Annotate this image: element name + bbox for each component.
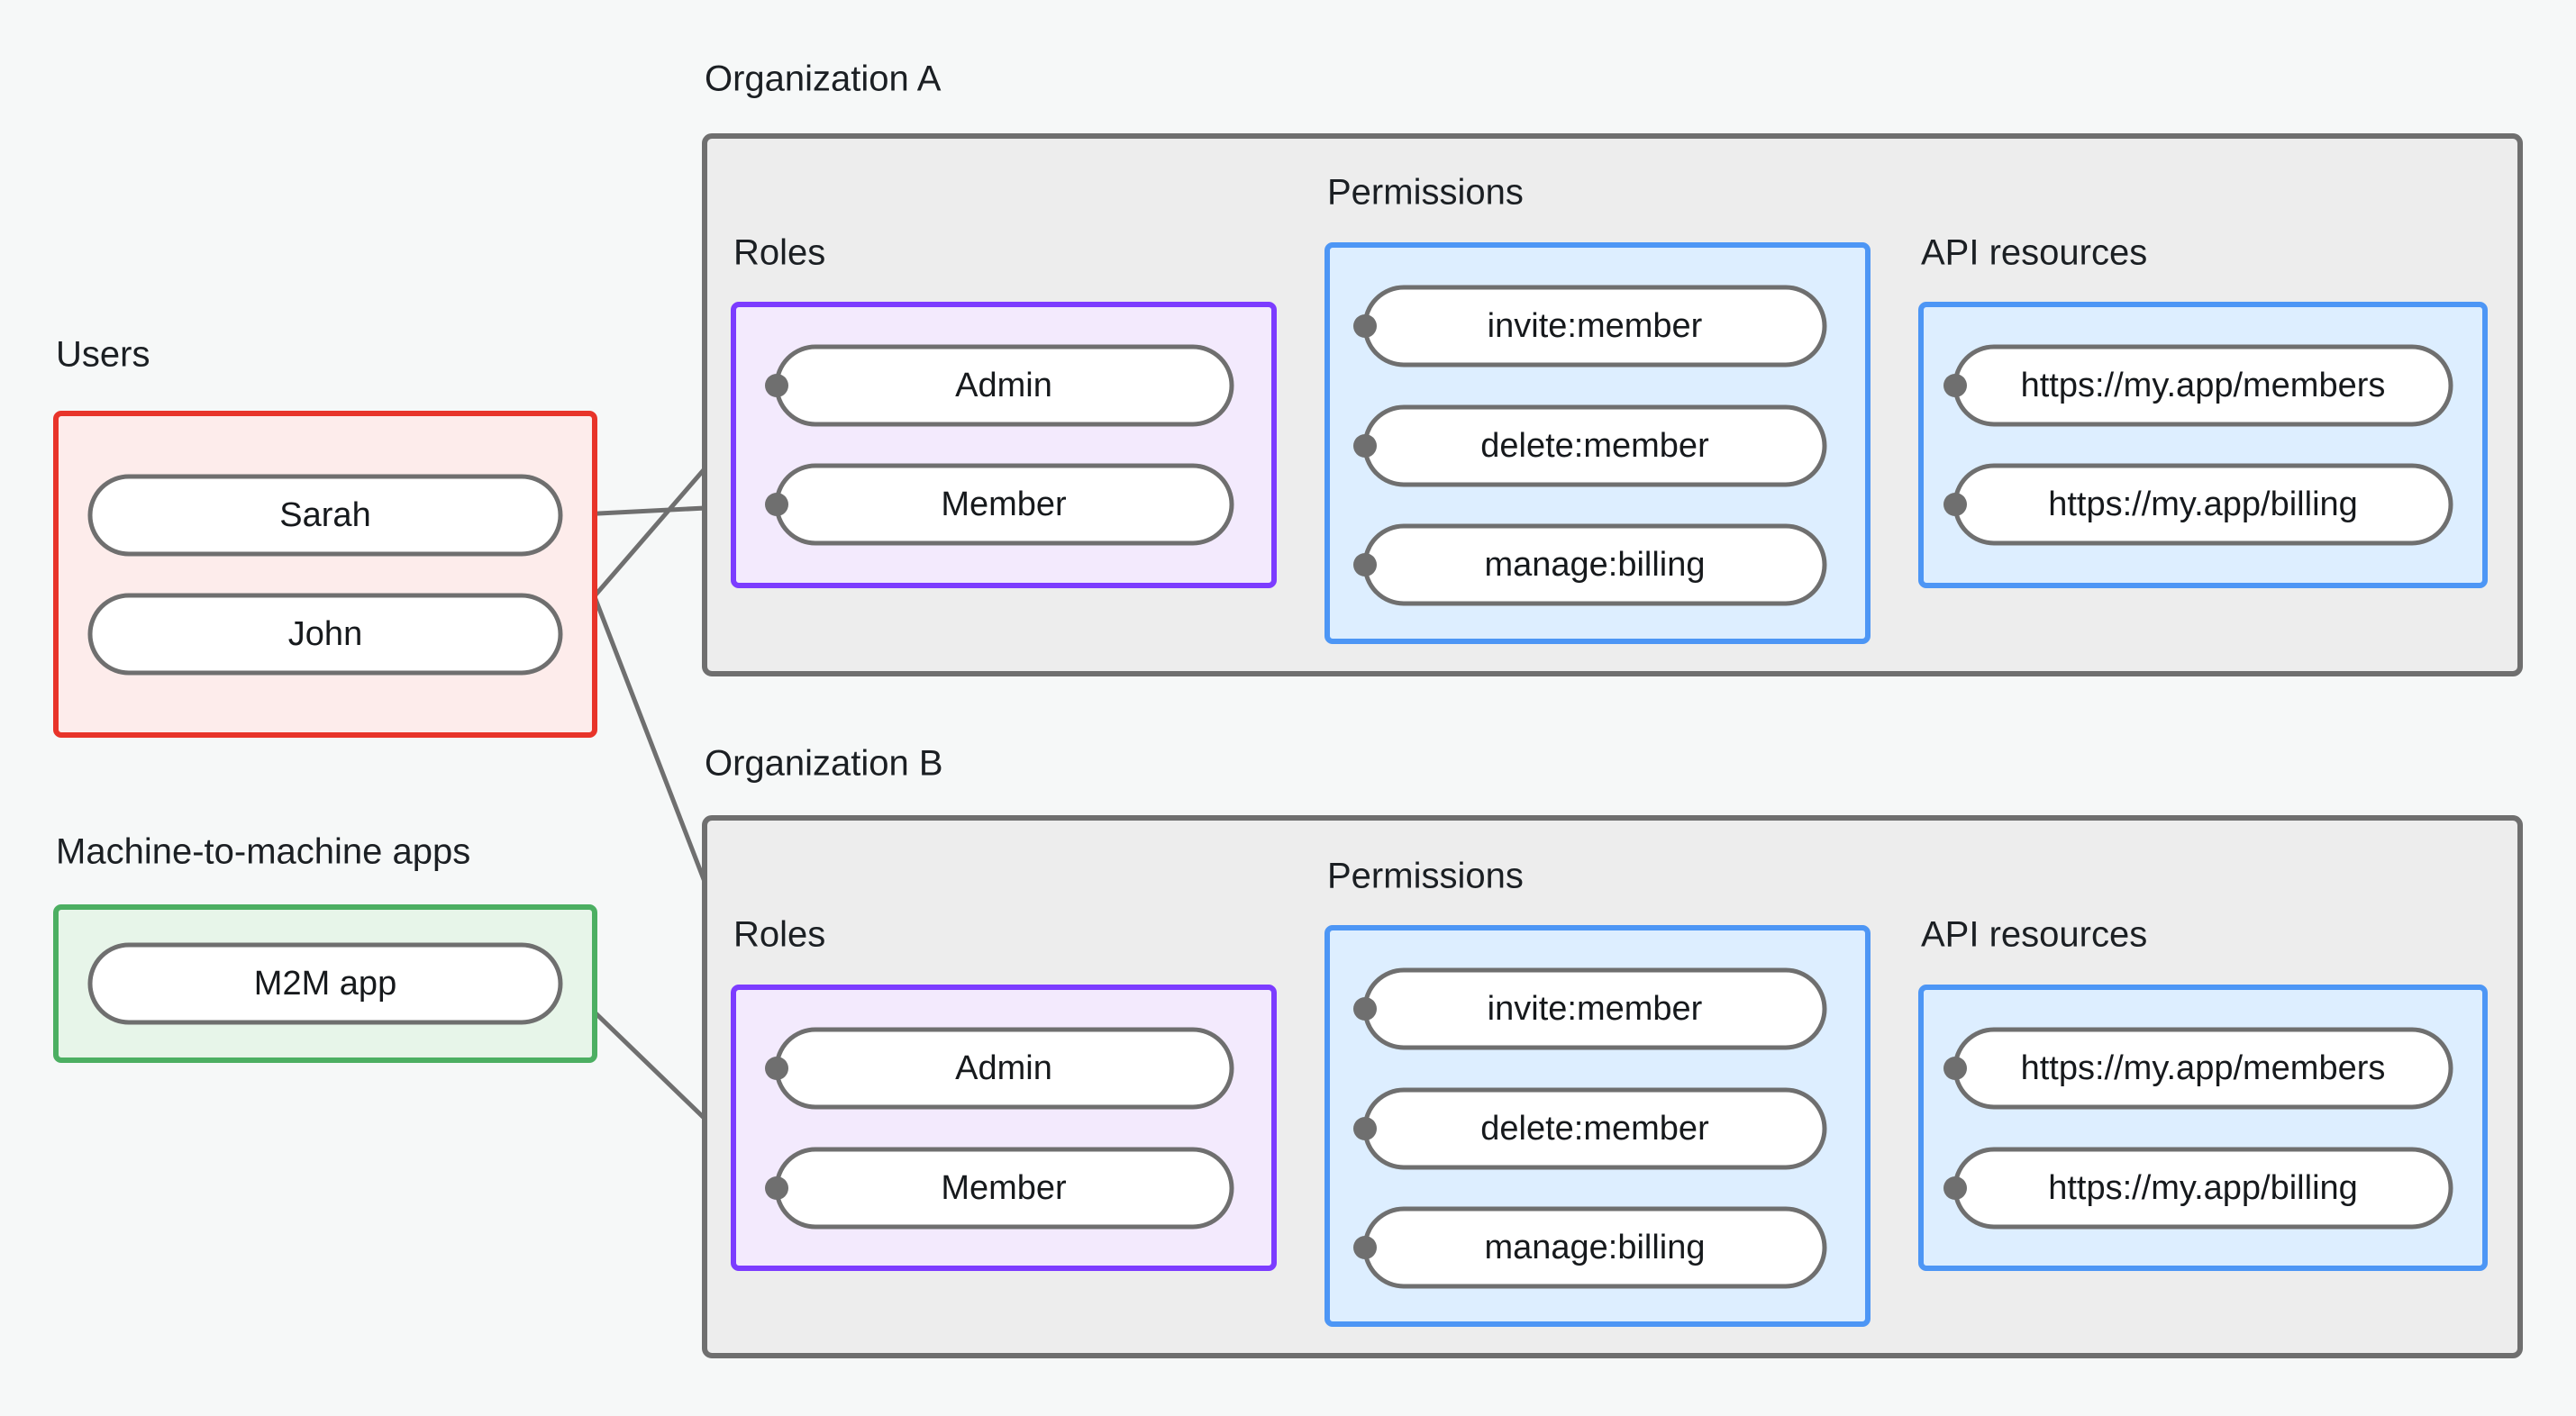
org-b-permission-invite-member[interactable]: invite:member [1362,967,1827,1050]
org-b-permission-delete-member-label: delete:member [1480,1110,1709,1148]
org-b-api-resource-billing[interactable]: https://my.app/billing [1952,1147,2453,1230]
org-b-api-resource-billing-label: https://my.app/billing [2048,1169,2358,1207]
org-a-role-admin[interactable]: Admin [774,344,1234,427]
org-a-api-resources-title: API resources [1921,233,2147,273]
organization-a-title: Organization A [705,59,942,99]
org-a-role-admin-label: Admin [955,367,1052,404]
org-b-role-admin-label: Admin [955,1049,1052,1087]
endpoint-dot [1353,434,1377,458]
endpoint-dot [1943,1057,1967,1080]
org-a-permission-manage-billing[interactable]: manage:billing [1362,523,1827,606]
org-b-role-member[interactable]: Member [774,1147,1234,1230]
org-a-permissions-title: Permissions [1327,173,1524,213]
m2m-apps-title: Machine-to-machine apps [56,832,470,872]
org-b-roles-title: Roles [733,915,825,955]
org-a-api-resource-members-label: https://my.app/members [2021,367,2386,404]
endpoint-dot [1353,314,1377,338]
org-b-permission-manage-billing-label: manage:billing [1484,1229,1705,1266]
org-a-api-resource-billing-label: https://my.app/billing [2048,486,2358,523]
endpoint-dot [1943,374,1967,397]
m2m-app-node[interactable]: M2M app [87,942,563,1025]
endpoint-dot [1353,553,1377,576]
org-a-permission-invite-member-label: invite:member [1488,307,1703,345]
org-a-permission-manage-billing-label: manage:billing [1484,546,1705,584]
org-a-role-member-label: Member [941,486,1067,523]
endpoint-dot [765,493,788,516]
endpoint-dot [765,1057,788,1080]
org-a-api-resource-billing[interactable]: https://my.app/billing [1952,463,2453,546]
endpoint-layer [765,314,1967,1259]
org-b-permissions-title: Permissions [1327,857,1524,896]
org-b-permission-delete-member[interactable]: delete:member [1362,1087,1827,1170]
org-a-roles-title: Roles [733,233,825,273]
endpoint-dot [1353,997,1377,1021]
org-a-permission-invite-member[interactable]: invite:member [1362,285,1827,368]
user-sarah[interactable]: Sarah [87,474,563,557]
endpoint-dot [1943,1176,1967,1200]
org-b-api-resource-members-label: https://my.app/members [2021,1049,2386,1087]
org-b-role-member-label: Member [941,1169,1067,1207]
org-b-api-resources-title: API resources [1921,915,2147,955]
m2m-app-node-label: M2M app [254,965,396,1003]
org-a-permission-delete-member[interactable]: delete:member [1362,404,1827,487]
user-john-label: John [288,615,362,653]
user-john[interactable]: John [87,593,563,676]
org-b-permission-invite-member-label: invite:member [1488,990,1703,1028]
org-b-permission-manage-billing[interactable]: manage:billing [1362,1206,1827,1289]
endpoint-dot [765,374,788,397]
endpoint-dot [1943,493,1967,516]
endpoint-dot [1353,1117,1377,1140]
org-a-api-resource-members[interactable]: https://my.app/members [1952,344,2453,427]
org-b-api-resource-members[interactable]: https://my.app/members [1952,1027,2453,1110]
endpoint-dot [765,1176,788,1200]
org-a-permission-delete-member-label: delete:member [1480,427,1709,465]
users-container [53,411,597,738]
endpoint-dot [1353,1236,1377,1259]
organization-b-title: Organization B [705,744,943,784]
user-sarah-label: Sarah [279,496,370,534]
org-a-role-member[interactable]: Member [774,463,1234,546]
users-title: Users [56,335,150,375]
org-b-role-admin[interactable]: Admin [774,1027,1234,1110]
